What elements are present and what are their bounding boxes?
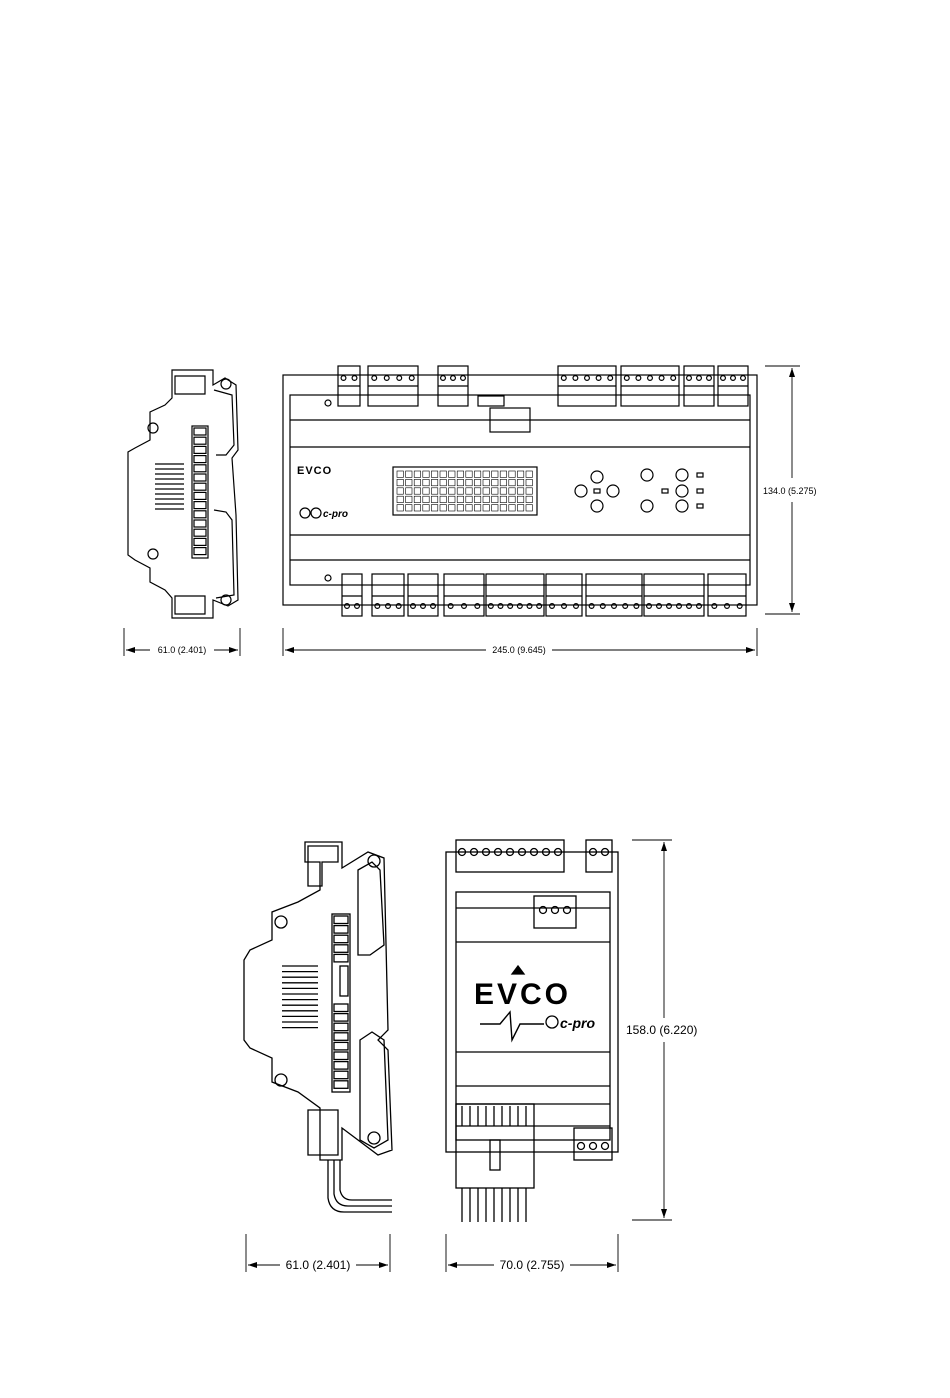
screw-icon — [368, 1132, 380, 1144]
function-button-icon — [641, 469, 653, 481]
vent-slots — [155, 464, 184, 509]
dim-height: 134.0 (5.275) — [763, 486, 817, 496]
terminal-block — [574, 1128, 612, 1160]
product-badge-icon — [546, 1016, 558, 1028]
cable — [328, 1160, 392, 1212]
dim-height: 158.0 (6.220) — [626, 1023, 697, 1037]
product-badge-icon — [300, 508, 310, 518]
terminal-blocks-top — [338, 366, 748, 406]
lcd-matrix — [397, 471, 532, 511]
up-button-icon — [591, 471, 603, 483]
terminal-blocks-bottom — [342, 574, 746, 616]
led-icon — [697, 473, 703, 477]
down-button-icon — [591, 500, 603, 512]
product-name: c-pro — [560, 1015, 595, 1031]
bottom-figure — [244, 840, 672, 1272]
top-figure — [124, 366, 800, 656]
top-side-view — [128, 370, 238, 618]
led-icon — [697, 504, 703, 508]
screw-icon — [275, 916, 287, 928]
function-button-icon — [676, 485, 688, 497]
left-button-icon — [575, 485, 587, 497]
bottom-front-view — [446, 840, 618, 1222]
terminal-block — [586, 840, 612, 872]
product-badge-icon — [311, 508, 321, 518]
led-icon — [662, 489, 668, 493]
evco-logo: EVCO — [297, 465, 332, 477]
bottom-side-view — [244, 842, 392, 1212]
right-button-icon — [607, 485, 619, 497]
screw-icon — [275, 1074, 287, 1086]
terminal-strip — [332, 914, 350, 1092]
product-name: c-pro — [323, 509, 348, 520]
led-icon — [697, 489, 703, 493]
terminal-cells — [334, 916, 348, 1088]
screw-icon — [148, 549, 158, 559]
function-button-icon — [676, 500, 688, 512]
bottom-text: EVCO c-pro 61.0 (2.401) 70.0 (2.755) 158… — [286, 978, 698, 1272]
dim-side-width: 61.0 (2.401) — [286, 1258, 351, 1272]
top-front-view — [283, 366, 757, 616]
function-button-icon — [676, 469, 688, 481]
screw-icon — [221, 379, 231, 389]
vent-slots — [282, 966, 318, 1028]
cable — [334, 1160, 392, 1206]
mount-hole — [325, 575, 331, 581]
evco-logo: EVCO — [474, 978, 571, 1011]
bottom-dimensions — [246, 840, 672, 1272]
function-button-icon — [641, 500, 653, 512]
dim-front-width: 245.0 (9.645) — [492, 645, 546, 655]
screw-icon — [368, 855, 380, 867]
connector-pins — [462, 1106, 526, 1222]
logo-triangle-icon — [512, 966, 524, 974]
terminal-cells — [194, 428, 206, 555]
logo-swoosh — [480, 1012, 544, 1040]
connector-body — [456, 1104, 534, 1188]
cable — [340, 1160, 392, 1200]
mount-hole — [325, 400, 331, 406]
dim-side-width: 61.0 (2.401) — [158, 645, 207, 655]
dim-front-width: 70.0 (2.755) — [500, 1258, 565, 1272]
